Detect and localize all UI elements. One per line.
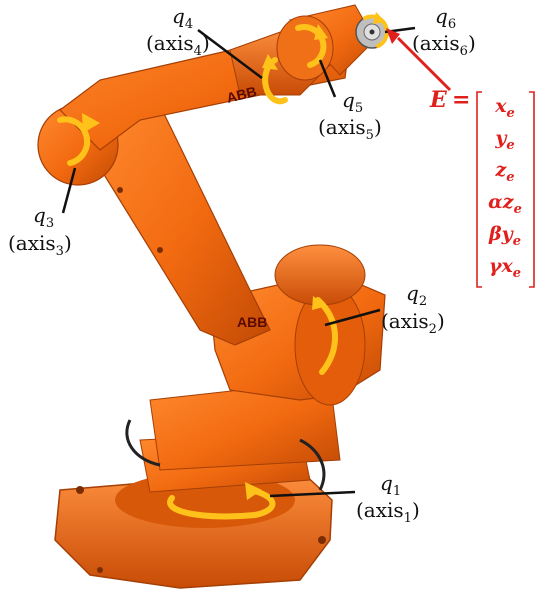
joint-label-q2: q2 (axis2) <box>381 281 445 337</box>
rotation-arrowheads <box>82 12 386 500</box>
joint-label-q4: q4 (axis4) <box>146 4 210 59</box>
end-effector-vector: E = xe ye ze αze βye γxe <box>429 87 535 288</box>
end-effector-arrowhead <box>386 28 400 44</box>
svg-text:(axis3): (axis3) <box>8 231 72 259</box>
abb-logo-upper: ABB <box>225 83 258 106</box>
abb-logo-shoulder: ABB <box>237 314 267 330</box>
vector-left-bracket <box>476 91 482 288</box>
upper-arm <box>59 4 376 151</box>
svg-text:(axis4): (axis4) <box>146 31 210 59</box>
leader-q5 <box>318 59 337 98</box>
svg-text:q4: q4 <box>172 4 193 32</box>
end-effector-symbol: E <box>429 87 448 113</box>
joint-label-q1: q1 (axis1) <box>356 471 420 526</box>
leader-q2 <box>324 308 381 327</box>
joint-label-q3: q3 (axis3) <box>8 203 72 259</box>
equals-sign: = <box>452 87 470 113</box>
leader-q3 <box>61 167 77 214</box>
svg-text:(axis2): (axis2) <box>381 309 445 337</box>
vector-entry: xe <box>494 95 515 121</box>
axis1-rotation-arrow <box>167 487 276 520</box>
label-leaders <box>61 26 416 498</box>
vector-entry: ye <box>494 127 514 153</box>
shoulder-housing <box>209 244 386 406</box>
svg-text:q6: q6 <box>435 4 456 32</box>
vector-entry: αze <box>488 191 522 217</box>
svg-text:(axis5): (axis5) <box>318 115 382 143</box>
end-effector-leader <box>396 36 452 92</box>
svg-text:q1: q1 <box>380 471 401 499</box>
vector-entries: xe ye ze αze βye γxe <box>488 95 522 281</box>
joint-label-q6: q6 (axis6) <box>412 4 476 59</box>
joint-label-q5: q5 (axis5) <box>318 88 382 143</box>
leader-q1 <box>269 490 356 498</box>
axis6-rotation-arrow <box>363 14 389 48</box>
vector-entry: βye <box>488 223 521 249</box>
svg-text:(axis6): (axis6) <box>412 31 476 59</box>
axis3-arrowhead <box>82 113 100 133</box>
leader-q4 <box>197 29 263 79</box>
svg-text:q2: q2 <box>406 281 427 309</box>
vector-right-bracket <box>529 91 535 288</box>
axis3-rotation-arrow <box>57 116 91 166</box>
axis5-rotation-arrow <box>295 24 327 68</box>
svg-text:(axis1): (axis1) <box>356 498 420 526</box>
svg-text:q5: q5 <box>342 88 363 116</box>
vector-entry: ze <box>494 159 514 185</box>
vector-entry: γxe <box>489 255 521 281</box>
svg-text:q3: q3 <box>33 203 54 231</box>
